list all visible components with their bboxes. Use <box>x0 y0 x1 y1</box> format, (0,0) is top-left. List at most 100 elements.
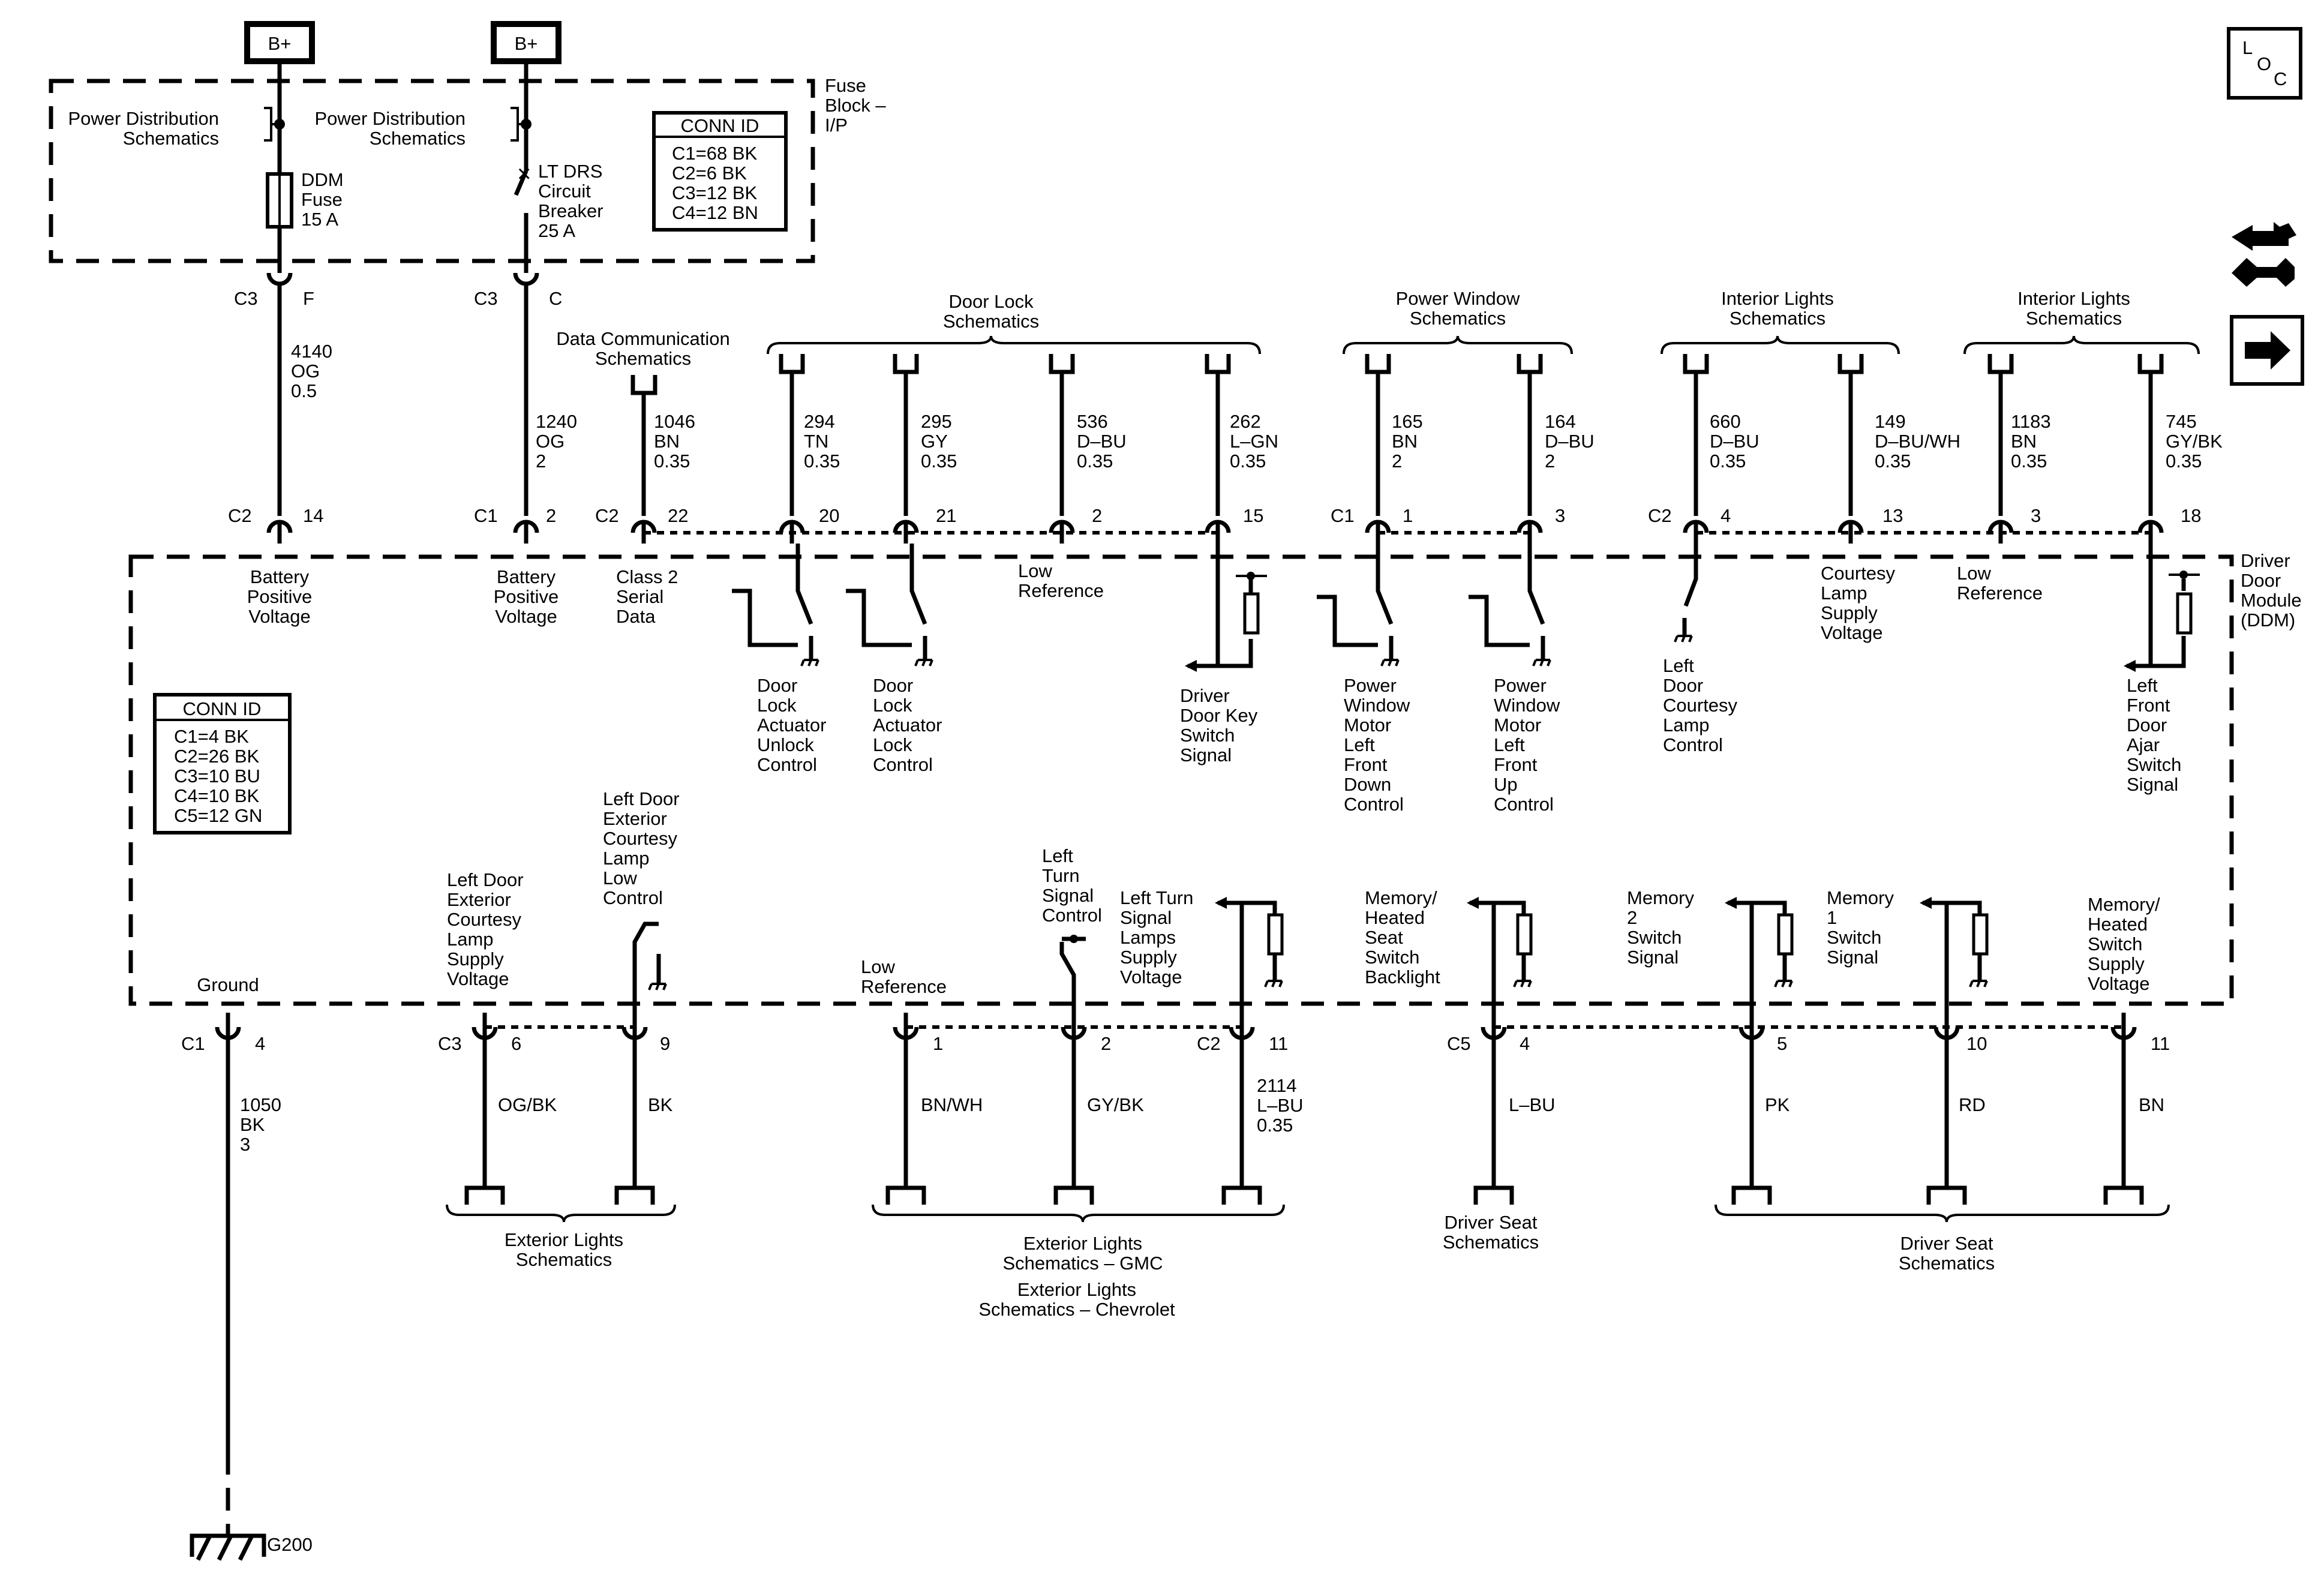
key-switch-resistor <box>1243 592 1260 635</box>
memory1-circuit <box>1923 900 1982 1013</box>
svg-text:2: 2 <box>1101 1033 1111 1054</box>
svg-text:×: × <box>517 161 531 187</box>
svg-text:C1: C1 <box>181 1033 205 1054</box>
svg-text:C2: C2 <box>1648 505 1672 526</box>
ddm-conn-id-title: CONN ID <box>183 698 262 719</box>
svg-text:14: 14 <box>303 505 323 526</box>
bottom-wire-1 <box>614 1038 655 1205</box>
top-wire-7 <box>1837 354 1864 516</box>
svg-text:11: 11 <box>2151 1033 2170 1054</box>
wire-bn: BN <box>2139 1094 2164 1115</box>
ddm-internal-bottom <box>632 897 1989 1013</box>
ground-g200: G200 <box>190 1027 313 1561</box>
conn-c3-c: C3 <box>474 288 498 309</box>
top-wires <box>266 354 2164 544</box>
top-wire-0 <box>779 354 805 516</box>
memory2-resistor <box>1777 913 1794 956</box>
lock-switch <box>846 544 927 660</box>
wire-bn-wh: BN/WH <box>921 1094 983 1115</box>
ajar-switch-circuit <box>2127 544 2186 668</box>
bottom-wire-3 <box>1053 1038 1094 1205</box>
bplus-label-2: B+ <box>515 33 538 54</box>
svg-text:O: O <box>2257 53 2271 74</box>
connector-exchange-icon <box>2232 222 2296 287</box>
memory2-circuit <box>1728 900 1787 1013</box>
svg-text:F: F <box>303 288 314 309</box>
bottom-wire-2 <box>885 1038 926 1205</box>
top-terminal-5 <box>1049 520 1075 544</box>
bottom-wire-8 <box>2103 1038 2144 1205</box>
svg-text:6: 6 <box>511 1033 521 1054</box>
conn-c3-f: C3 <box>234 288 258 309</box>
memory1-resistor <box>1972 913 1989 956</box>
top-wire-8 <box>1987 354 2014 516</box>
svg-text:1: 1 <box>1403 505 1413 526</box>
window-down-switch <box>1317 544 1394 660</box>
ext-low-control-circuit <box>632 921 661 1013</box>
top-terminal-4 <box>893 520 919 544</box>
top-terminal-0 <box>266 520 293 544</box>
courtesy-control-switch <box>1682 544 1698 636</box>
bottom-wire-6 <box>1731 1038 1772 1205</box>
fuse-conn-id-title: CONN ID <box>681 115 759 136</box>
svg-text:20: 20 <box>819 505 839 526</box>
func-ground: Ground <box>197 974 259 995</box>
svg-text:9: 9 <box>660 1033 670 1054</box>
lt-drs-breaker-icon <box>514 170 529 273</box>
bottom-wires <box>215 1013 2144 1205</box>
pds-bracket-1 <box>264 107 280 142</box>
bottom-wire-5 <box>1473 1038 1514 1205</box>
bottom-wire-7 <box>1926 1038 1967 1205</box>
svg-text:13: 13 <box>1882 505 1903 526</box>
loc-icon: L O C <box>2227 27 2302 100</box>
wire-pk: PK <box>1765 1094 1790 1115</box>
ddm-internal-top <box>732 544 2200 672</box>
ajar-resistor <box>2176 592 2193 635</box>
svg-text:22: 22 <box>668 505 688 526</box>
svg-text:18: 18 <box>2181 505 2201 526</box>
backlight-circuit <box>1470 900 1526 1013</box>
bottom-wire-0 <box>464 1038 505 1205</box>
bottom-wire-4 <box>1221 1038 1262 1205</box>
top-wire-9 <box>2137 354 2164 516</box>
unlock-switch <box>732 544 813 660</box>
svg-text:4: 4 <box>255 1033 265 1054</box>
